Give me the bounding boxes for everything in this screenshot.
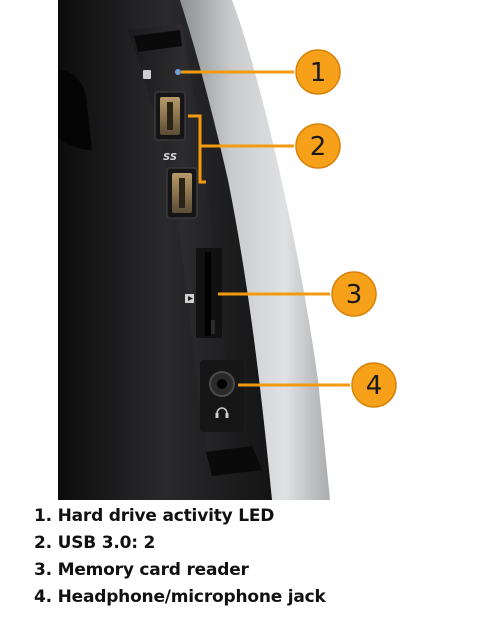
headphone-icon [215,407,229,418]
leader-lines [181,70,350,387]
port-panel [128,24,236,470]
svg-text:4: 4 [366,371,383,401]
memory-card-icon [185,294,194,303]
usb-logo: SS [163,152,177,163]
legend-item: 3. Memory card reader [34,560,249,580]
bottom-ledge [206,446,262,476]
card-slot-eject [211,320,215,334]
top-slot [134,30,182,52]
legend-item: 1. Hard drive activity LED [34,506,275,526]
legend-item: 2. USB 3.0: 2 [34,533,156,553]
hdd-activity-led [175,69,181,75]
callout-3: 3 [331,271,377,317]
legend-item: 4. Headphone/microphone jack [34,587,326,607]
callout-2: 2 [295,123,341,169]
svg-text:2: 2 [310,132,327,162]
usb-port-2[interactable] [166,167,198,219]
ports-diagram: SS 1 2 3 4 [58,0,397,500]
usb-port-1[interactable] [154,91,186,141]
callout-1: 1 [295,49,341,95]
legend-list: 1. Hard drive activity LED 2. USB 3.0: 2… [34,503,326,611]
svg-text:3: 3 [346,280,363,310]
memory-card-slot[interactable] [205,252,211,336]
callout-4: 4 [351,362,397,408]
silver-frame [180,0,330,500]
drive-icon [143,70,151,79]
stand-arm [58,70,92,150]
svg-text:1: 1 [310,58,327,88]
